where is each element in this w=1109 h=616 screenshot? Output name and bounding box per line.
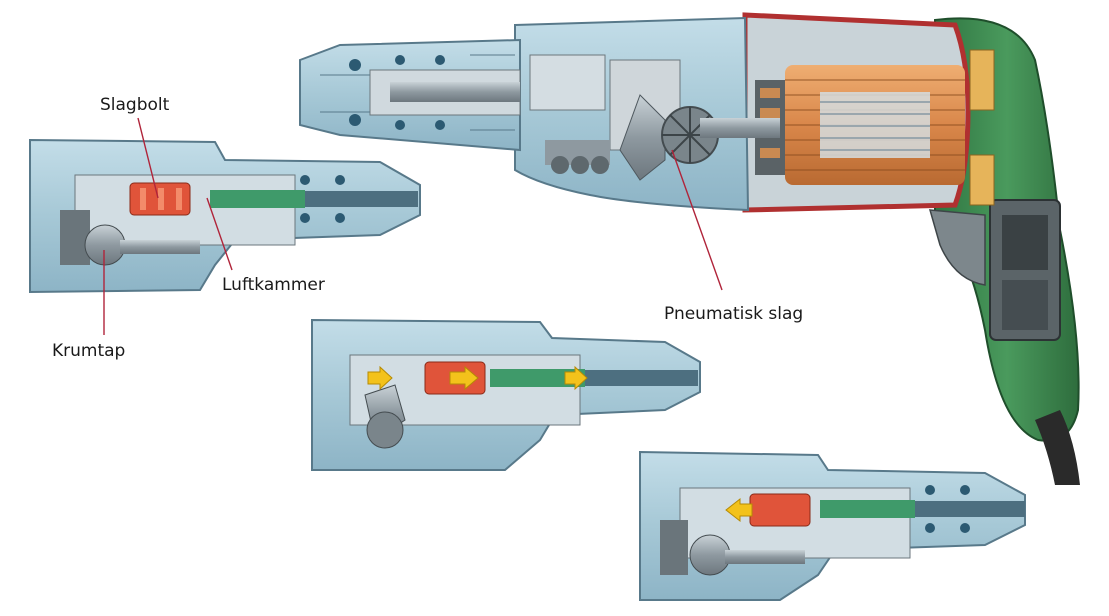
crankshaft-gear-2: [364, 384, 406, 449]
detail-mechanism-2: [311, 318, 701, 471]
detail-mechanism-1: [29, 138, 421, 294]
label-luftkammer: Luftkammer: [222, 275, 325, 295]
label-krumtap: Krumtap: [52, 341, 125, 361]
air-flow-back-arrows: [725, 497, 753, 523]
arrow-right-icon: [449, 365, 479, 391]
leader-slagbolt: [137, 117, 159, 199]
piston-rod: [210, 190, 305, 208]
crankshaft-gear-3: [660, 520, 805, 576]
leader-lines: [103, 117, 723, 335]
crankshaft-gear: [60, 210, 200, 266]
arrow-left-icon: [725, 497, 753, 523]
power-cord: [1035, 410, 1080, 485]
drill-bit: [300, 191, 418, 207]
air-flow-forward-arrows: [367, 365, 588, 391]
main-drill: [299, 12, 1080, 485]
trigger: [928, 209, 986, 286]
leader-pneumatisk: [671, 149, 723, 291]
label-pneumatisk-slag: Pneumatisk slag: [664, 304, 803, 324]
arrow-right-icon: [564, 365, 588, 391]
arrow-right-icon: [367, 365, 393, 391]
leader-luftkammer: [206, 197, 233, 271]
detail-mechanism-3: [639, 450, 1026, 601]
wobble-mechanism: [609, 59, 780, 181]
label-slagbolt: Slagbolt: [100, 95, 170, 115]
